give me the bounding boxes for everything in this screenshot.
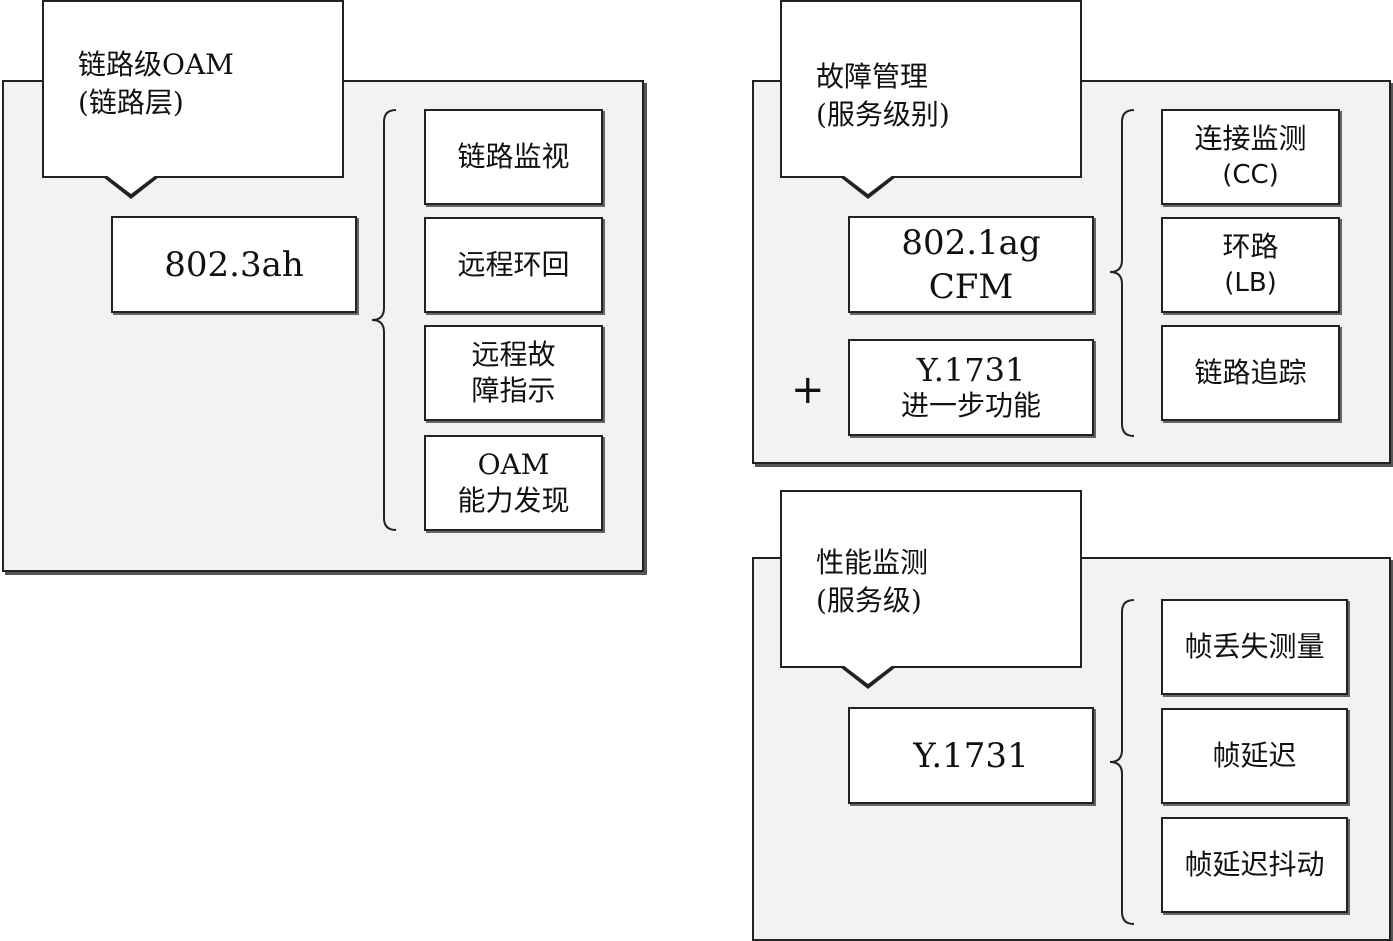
link-oam-brace: [371, 109, 397, 531]
fault-mgmt-extra-box: Y.1731 进一步功能: [848, 339, 1094, 436]
perf-mon-function-box: 帧丢失测量: [1161, 599, 1348, 695]
link-oam-function-label: 远程故: [471, 338, 556, 371]
fault-mgmt-title: 故障管理: [816, 60, 929, 93]
link-oam-function-label: 能力发现: [457, 484, 570, 517]
perf-mon-title: 性能监测: [816, 546, 929, 579]
fault-mgmt-brace: [1109, 109, 1135, 437]
perf-mon-standard: Y.1731: [913, 735, 1029, 776]
fault-mgmt-subtitle: (服务级别): [816, 98, 950, 131]
link-oam-standard: 802.3ah: [164, 244, 304, 285]
link-oam-function-box: 链路监视: [424, 109, 603, 205]
fault-mgmt-function-box: 环路 (LB): [1161, 217, 1340, 313]
fault-mgmt-standard-box: 802.1ag CFM: [848, 216, 1094, 313]
fault-mgmt-function-label: (CC): [1222, 160, 1279, 190]
perf-mon-subtitle: (服务级): [816, 584, 922, 617]
perf-mon-function-box: 帧延迟抖动: [1161, 817, 1348, 913]
perf-mon-standard-box: Y.1731: [848, 707, 1094, 804]
link-oam-function-label: 远程环回: [457, 248, 570, 281]
perf-mon-function-label: 帧延迟: [1212, 739, 1297, 772]
fault-mgmt-function-box: 链路追踪: [1161, 325, 1340, 421]
perf-mon-function-label: 帧延迟抖动: [1184, 848, 1325, 881]
fault-mgmt-function-box: 连接监测 (CC): [1161, 109, 1340, 205]
link-oam-subtitle: (链路层): [78, 86, 184, 119]
plus-sign: +: [791, 367, 825, 413]
fault-mgmt-function-label: 链路追踪: [1194, 356, 1307, 389]
fault-mgmt-function-label: (LB): [1224, 268, 1277, 298]
link-oam-title: 链路级OAM: [78, 48, 234, 81]
fault-mgmt-extra: Y.1731: [916, 350, 1026, 389]
link-oam-function-box: 远程故 障指示: [424, 325, 603, 421]
link-oam-standard-box: 802.3ah: [111, 216, 357, 313]
fault-mgmt-standard-sub: CFM: [928, 266, 1014, 307]
fault-mgmt-extra-sub: 进一步功能: [900, 388, 1041, 422]
link-oam-function-label: 障指示: [471, 374, 556, 407]
fault-mgmt-function-label: 环路: [1222, 230, 1279, 263]
link-oam-function-label: 链路监视: [457, 140, 570, 173]
perf-mon-brace: [1109, 599, 1135, 925]
link-oam-function-box: 远程环回: [424, 217, 603, 313]
link-oam-function-box: OAM 能力发现: [424, 435, 603, 531]
fault-mgmt-function-label: 连接监测: [1194, 122, 1307, 155]
perf-mon-function-label: 帧丢失测量: [1184, 630, 1325, 663]
link-oam-function-label: OAM: [477, 448, 550, 481]
perf-mon-function-box: 帧延迟: [1161, 708, 1348, 804]
fault-mgmt-standard: 802.1ag: [901, 222, 1041, 263]
fault-mgmt-callout: 故障管理 (服务级别): [780, 0, 1082, 178]
perf-mon-callout: 性能监测 (服务级): [780, 490, 1082, 668]
link-oam-callout: 链路级OAM (链路层): [42, 0, 344, 178]
